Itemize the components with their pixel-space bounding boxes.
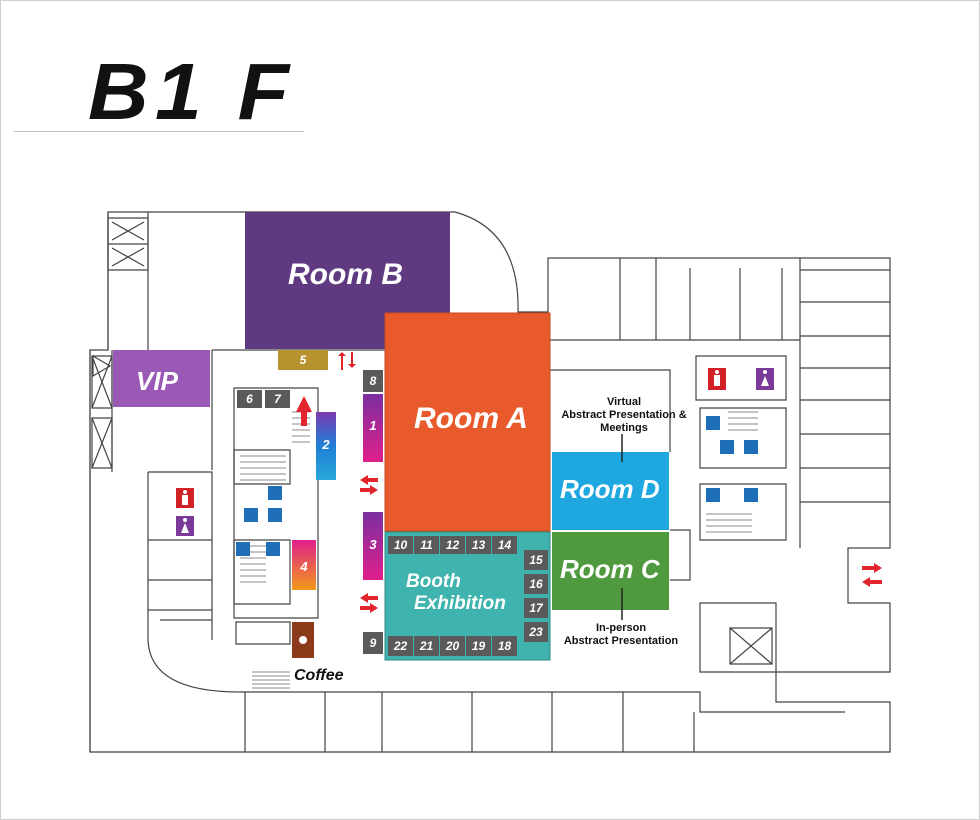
room-d-block	[552, 452, 669, 530]
vip-block	[113, 350, 210, 407]
rest-area-4-block	[292, 540, 316, 590]
rest-area-1-label: 1	[369, 418, 377, 433]
rest-area-2-label: 2	[322, 437, 330, 452]
escalator-arrow-icon	[296, 352, 882, 613]
floor-title: B1 F	[88, 47, 296, 136]
inperson-note-line2: Abstract Presentation	[563, 635, 679, 647]
virtual-note-line1: Virtual	[606, 396, 642, 408]
room-d-label: Room D	[560, 474, 660, 504]
room-c-label: Room C	[560, 554, 660, 584]
booth-number: 18	[497, 639, 512, 653]
booth-number: 14	[497, 538, 512, 552]
booth-squares	[237, 370, 548, 656]
booth-gold-5	[278, 350, 328, 370]
booth-label-line1: Booth	[406, 571, 461, 592]
virtual-presentation-note: Virtual Abstract Presentation & Meetings	[556, 396, 692, 435]
booth-number: 22	[393, 639, 408, 653]
rest-area-1-block	[363, 394, 383, 462]
booth-number: 12	[445, 538, 460, 552]
rest-area-3-label: 3	[369, 537, 377, 552]
booth-number: 20	[445, 639, 460, 653]
coffee-label: Coffee	[294, 667, 344, 684]
rest-area-2-block	[316, 412, 336, 480]
booth-number: 16	[529, 577, 543, 591]
room-c-block	[552, 532, 669, 610]
inperson-note-line1: In-person	[595, 622, 647, 634]
rest-area-4-label: 4	[300, 559, 308, 574]
booth-number: 23	[529, 625, 543, 639]
booth-exhibition-label: Booth Exhibition	[398, 571, 506, 615]
virtual-note-line2: Abstract Presentation &	[561, 409, 687, 421]
room-a-block	[384, 312, 551, 532]
booth-number: 6	[246, 392, 253, 406]
elevator-icon	[236, 416, 758, 556]
room-a-label: Room A	[414, 402, 528, 435]
room-b-label: Room B	[288, 258, 403, 291]
booth-label-line2: Exhibition	[414, 593, 506, 614]
booth-number: 9	[369, 636, 377, 650]
title-divider	[14, 131, 304, 132]
booth-number: 7	[274, 392, 281, 406]
booth-number: 17	[529, 601, 543, 615]
booth-number: 5	[299, 353, 307, 367]
booth-number: 10	[393, 538, 408, 552]
booth-number: 19	[471, 639, 486, 653]
booth-number: 15	[529, 553, 543, 567]
rest-area-3-block	[363, 512, 383, 580]
booth-number: 8	[369, 374, 377, 388]
in-person-presentation-note: In-person Abstract Presentation	[552, 622, 690, 648]
booth-number: 13	[471, 538, 486, 552]
booth-number: 11	[420, 538, 433, 552]
vip-label: VIP	[136, 366, 178, 396]
virtual-note-line3: Meetings	[600, 422, 648, 434]
booth-number: 21	[419, 639, 434, 653]
